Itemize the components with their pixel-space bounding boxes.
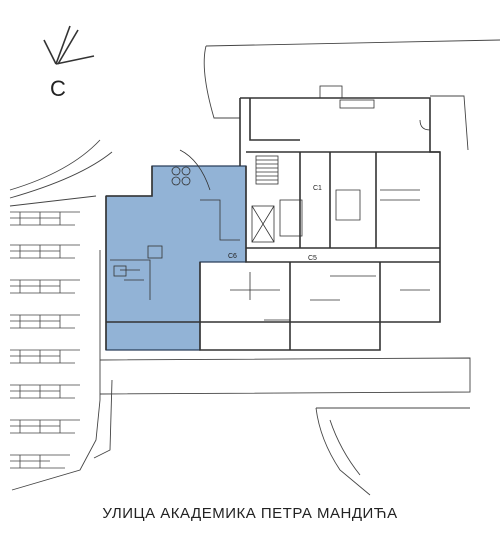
north-arrow [43,25,95,65]
room-label-c6: C6 [228,253,237,260]
elevator-1 [251,205,275,243]
balcony-stub [319,85,343,99]
parking-row-7 [10,419,80,434]
parking-row-3 [10,279,80,294]
interior-details [110,85,431,321]
elevator-2 [279,199,303,237]
street-name: УЛИЦА АКАДЕМИКА ПЕТРА МАНДИЋА [102,505,398,522]
room-label-c1: C1 [313,185,322,192]
parking-row-6 [10,384,80,399]
parking-row-8 [10,454,70,469]
site-outline [9,39,500,496]
parking-row-4 [10,314,80,329]
parking-stalls [10,211,80,469]
kitchen-counter [339,99,375,109]
room-label-c5: C5 [308,255,317,262]
parking-row-1 [10,211,80,226]
parking-row-2 [10,244,80,259]
stair-1 [255,155,279,185]
north-label: С [50,76,66,101]
parking-row-5 [10,349,80,364]
building-walls [105,97,441,351]
